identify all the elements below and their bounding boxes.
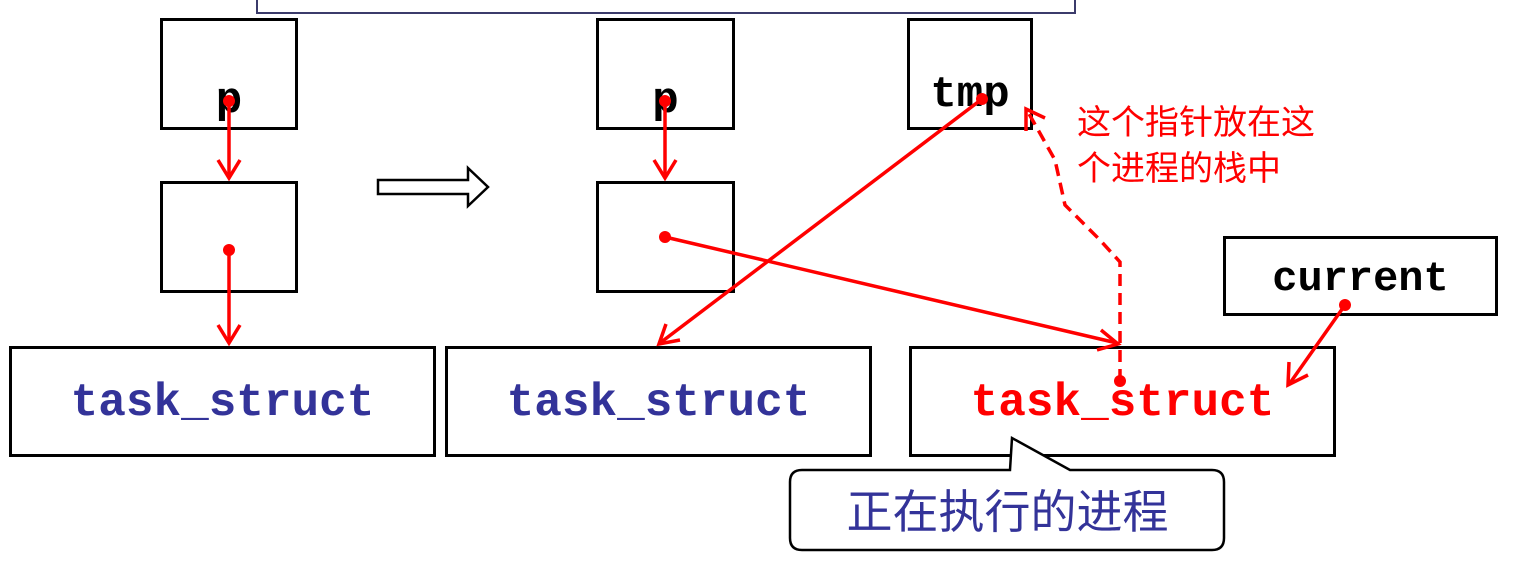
after-task-struct-box: task_struct	[445, 346, 872, 457]
after-p-pointer	[652, 95, 678, 182]
running-process-callout-text: 正在执行的进程	[846, 485, 1169, 539]
before-node-pointer	[216, 244, 242, 347]
stack-location-pointer	[1024, 106, 1126, 387]
tmp-pointer	[656, 93, 988, 347]
stack-note: 这个指针放在这 个进程的栈中	[1077, 100, 1377, 192]
after-task-struct-label: task_struct	[506, 377, 811, 429]
top-frame-edge	[256, 0, 1076, 14]
before-task-struct-box: task_struct	[9, 346, 436, 457]
before-p-pointer	[216, 95, 242, 182]
current-label: current	[1272, 255, 1449, 303]
before-p-box: p	[160, 18, 298, 130]
current-pointer	[1286, 299, 1351, 388]
stack-note-line-2: 个进程的栈中	[1077, 149, 1281, 189]
running-process-callout-bubble	[788, 435, 1226, 552]
before-task-struct-label: task_struct	[70, 377, 375, 429]
current-box: current	[1223, 236, 1498, 316]
current-task-struct-box: task_struct	[909, 346, 1336, 457]
stack-note-line-1: 这个指针放在这	[1077, 103, 1315, 143]
transition-arrow-icon	[376, 165, 490, 209]
node-to-current-pointer	[659, 231, 1122, 352]
